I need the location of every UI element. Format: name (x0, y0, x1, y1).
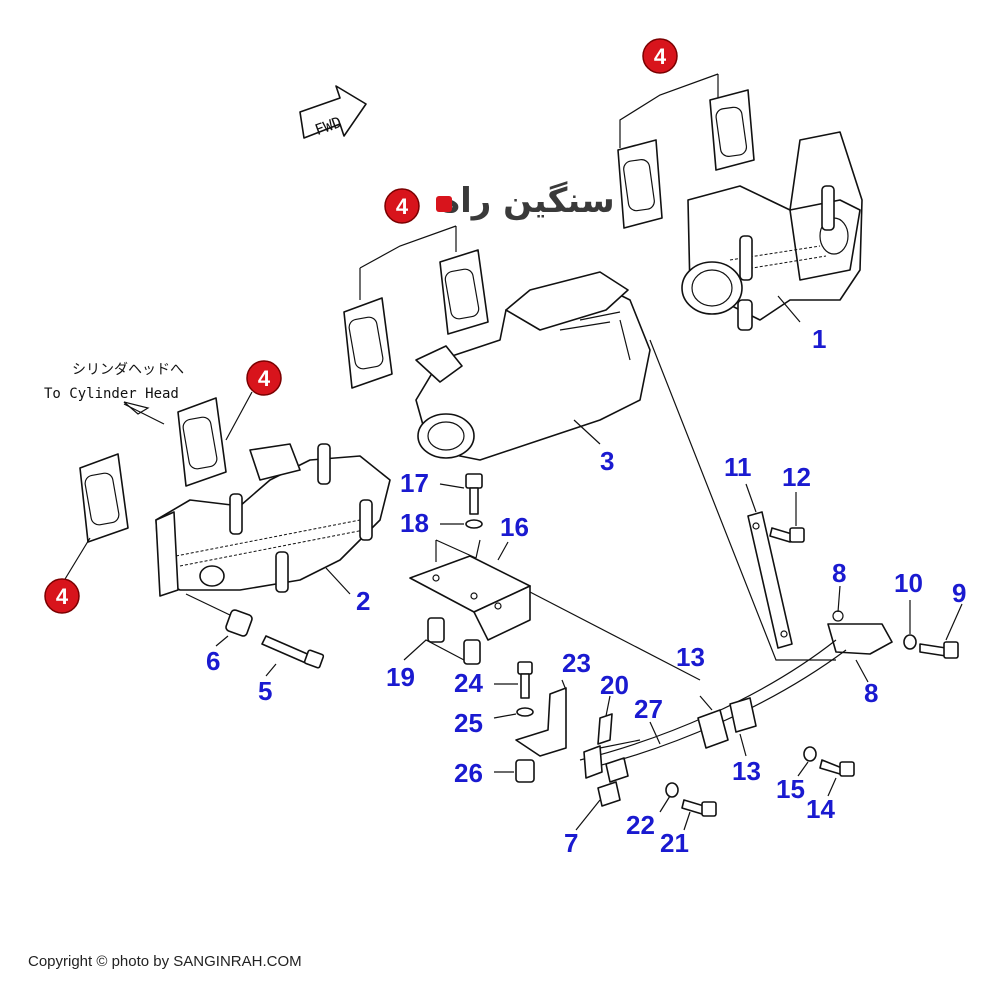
callout-9: 9 (952, 578, 966, 608)
callout-8-upper: 8 (832, 558, 846, 588)
callout-27: 27 (634, 694, 663, 724)
gasket-left-a (177, 397, 227, 487)
callout-6: 6 (206, 646, 220, 676)
badge-part-4-middle: 4 (384, 188, 420, 224)
callout-23: 23 (562, 648, 591, 678)
gasket-middle-a (343, 297, 393, 389)
gasket-leader-middle (359, 225, 457, 300)
cylinder-head-note: シリンダヘッドへ To Cylinder Head (44, 362, 184, 425)
washer-part-18 (465, 519, 483, 529)
bolt-part-14 (819, 759, 855, 777)
callout-3: 3 (600, 446, 614, 476)
callout-21: 21 (660, 828, 689, 858)
callout-2: 2 (356, 586, 370, 616)
callout-18: 18 (400, 508, 429, 538)
watermark-text: سنگین راه (440, 181, 615, 221)
exhaust-pipe-part-3 (415, 271, 651, 461)
callout-22: 22 (626, 810, 655, 840)
clip-part-7 (597, 757, 629, 807)
spacer-part-6 (185, 593, 253, 637)
clamp-part-13 (697, 697, 757, 749)
sanginrah-watermark: سنگین راه (436, 181, 615, 221)
callout-14: 14 (806, 794, 835, 824)
gasket-top-right-b (709, 89, 755, 171)
gasket-middle-b (439, 249, 489, 335)
callout-15: 15 (776, 774, 805, 804)
gasket-left-b (79, 453, 129, 543)
svg-text:4: 4 (56, 584, 69, 609)
bolt-part-9 (919, 641, 959, 659)
washer-part-25 (516, 707, 534, 717)
callout-1: 1 (812, 324, 826, 354)
callout-8-lower: 8 (864, 678, 878, 708)
callout-16: 16 (500, 512, 529, 542)
svg-text:4: 4 (258, 366, 271, 391)
rod-part-11 (747, 511, 793, 649)
callout-20: 20 (600, 670, 629, 700)
bolt-part-5 (261, 635, 325, 669)
cylinder-head-note-jp: シリンダヘッドへ (72, 362, 184, 378)
badge-part-4-left-lower: 4 (44, 578, 80, 614)
callout-25: 25 (454, 708, 483, 738)
gasket-leader-top (619, 73, 719, 148)
fwd-direction-arrow: FWD (299, 85, 367, 139)
callout-24: 24 (454, 668, 483, 698)
callout-13-lower: 13 (732, 756, 761, 786)
bolt-part-21 (681, 799, 717, 817)
callout-12: 12 (782, 462, 811, 492)
callout-10: 10 (894, 568, 923, 598)
callout-17: 17 (400, 468, 429, 498)
badge-part-4-left-upper: 4 (246, 360, 282, 396)
callout-11: 11 (724, 452, 752, 482)
cylinder-head-note-en: To Cylinder Head (44, 386, 179, 402)
svg-text:4: 4 (654, 44, 667, 69)
spacer-part-26 (515, 759, 535, 783)
badge-part-4-top: 4 (642, 38, 678, 74)
copyright-notice: Copyright © photo by SANGINRAH.COM (28, 953, 302, 970)
clamp-part-8 (827, 610, 893, 655)
callout-5: 5 (258, 676, 272, 706)
gasket-top-right-a (617, 139, 663, 229)
callout-26: 26 (454, 758, 483, 788)
washer-part-10 (903, 634, 917, 650)
callout-19: 19 (386, 662, 415, 692)
callout-13-upper: 13 (676, 642, 705, 672)
spacer-part-19 (427, 617, 481, 665)
bolt-part-12 (769, 527, 805, 543)
washer-part-22 (665, 782, 679, 798)
clip-part-20 (583, 713, 613, 779)
bolt-part-24 (517, 661, 533, 699)
callout-7: 7 (564, 828, 578, 858)
washer-part-15 (803, 746, 817, 762)
bracket-part-16 (409, 555, 531, 641)
bracket-part-23 (515, 687, 567, 757)
svg-text:4: 4 (396, 194, 409, 219)
exhaust-manifold-part-1 (681, 131, 863, 331)
bolt-part-17 (465, 473, 483, 515)
exhaust-manifold-part-2 (155, 443, 391, 597)
